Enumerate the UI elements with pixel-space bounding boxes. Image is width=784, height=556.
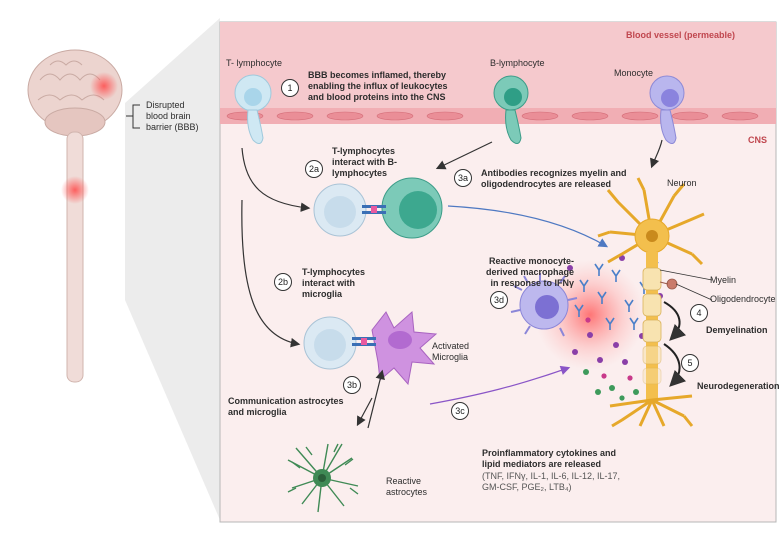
step-3a-line-2: oligodendrocytes are released xyxy=(481,179,612,189)
reactive-astrocytes-label: Reactive astrocytes xyxy=(386,476,446,498)
step-3d-badge: 3d xyxy=(490,291,508,309)
bbb-bracket xyxy=(126,104,140,129)
step-3c-detail-line-1: (TNF, IFNγ, IL-1, IL-6, IL-12, IL-17, xyxy=(482,471,621,481)
step-2b-text: T-lymphocytes interact with microglia xyxy=(302,267,392,300)
blood-vessel-label: Blood vessel (permeable) xyxy=(626,30,736,40)
step-2a-line-1: T-lymphocytes xyxy=(332,146,396,156)
microglia-line-2: Microglia xyxy=(432,352,469,362)
bbb-line-2: blood brain xyxy=(146,111,191,121)
step-3d-text: Reactive monocyte- derived macrophage in… xyxy=(474,256,574,289)
astrocytes-line-2: astrocytes xyxy=(386,487,428,497)
microglia-line-1: Activated xyxy=(432,341,470,351)
step-2a-text: T-lymphocytes interact with B- lymphocyt… xyxy=(332,146,422,179)
step-3a-text: Antibodies recognizes myelin and oligode… xyxy=(481,168,661,190)
arrow-cytokines xyxy=(429,365,571,405)
step-3c-text: Proinflammatory cytokines and lipid medi… xyxy=(482,448,682,470)
t-b-interaction xyxy=(313,177,443,239)
step-5-badge: 5 xyxy=(681,354,699,372)
endothelial-layer xyxy=(226,111,759,121)
step-1-line-2: enabling the influx of leukocytes xyxy=(308,81,448,91)
step-1-line-1: BBB becomes inflamed, thereby xyxy=(308,70,447,80)
cns-label: CNS xyxy=(748,135,768,145)
step-2b-line-2: interact with xyxy=(302,278,356,288)
step-3c-badge: 3c xyxy=(451,402,469,420)
b-lymphocyte-label: B-lymphocyte xyxy=(490,58,545,68)
oligodendrocyte-pointer xyxy=(675,283,713,301)
monocyte-label: Monocyte xyxy=(614,68,654,78)
step-2b-badge: 2b xyxy=(274,273,292,291)
astrocytes-line-1: Reactive xyxy=(386,476,422,486)
arrow-b-to-2a xyxy=(435,141,493,170)
t-lymphocyte-cell xyxy=(234,74,272,144)
arrow-demyelination xyxy=(663,301,687,341)
step-3c-detail-line-2: GM-CSF, PGE₂, LTB₄) xyxy=(482,482,572,492)
oligodendrocyte-cell xyxy=(659,278,678,290)
step-4-badge: 4 xyxy=(690,304,708,322)
myelin-sheath xyxy=(642,267,662,385)
step-3b-badge: 3b xyxy=(343,376,361,394)
t-lymphocyte-label: T- lymphocyte xyxy=(226,58,283,68)
arrow-neurodegeneration xyxy=(663,343,687,387)
step-3b-line-1: Communication astrocytes xyxy=(228,396,344,406)
activated-microglia-label: Activated Microglia xyxy=(432,341,492,363)
t-microglia-interaction xyxy=(303,310,438,386)
arrow-astro-to-microglia xyxy=(367,369,385,429)
spinal-cord xyxy=(66,131,84,383)
demyelination-label: Demyelination xyxy=(706,325,768,335)
step-3c-line-1: Proinflammatory cytokines and xyxy=(482,448,617,458)
astrocyte-cell xyxy=(287,443,359,513)
step-3b-line-2: and microglia xyxy=(228,407,287,417)
monocyte-cell xyxy=(649,75,685,144)
step-1-text: BBB becomes inflamed, thereby enabling t… xyxy=(308,70,488,103)
step-2b-line-1: T-lymphocytes xyxy=(302,267,366,277)
arrow-t-to-2b xyxy=(241,199,301,348)
step-2a-badge: 2a xyxy=(305,160,323,178)
step-3d-line-2: derived macrophage xyxy=(485,267,574,277)
step-3c-detail: (TNF, IFNγ, IL-1, IL-6, IL-12, IL-17, GM… xyxy=(482,471,702,493)
step-3d-line-1: Reactive monocyte- xyxy=(488,256,574,266)
step-2b-line-3: microglia xyxy=(302,289,343,299)
step-1-badge: 1 xyxy=(281,79,299,97)
myelin-label: Myelin xyxy=(710,275,737,285)
oligodendrocyte-label: Oligodendrocyte xyxy=(710,294,776,304)
step-3d-line-3: in response to IFNγ xyxy=(490,278,574,288)
neuron-label: Neuron xyxy=(667,178,697,188)
arrow-microglia-to-astro xyxy=(356,397,373,427)
step-1-line-3: and blood proteins into the CNS xyxy=(308,92,446,102)
step-3c-line-2: lipid mediators are released xyxy=(482,459,602,469)
b-lymphocyte-cell xyxy=(493,75,529,144)
bbb-line-3: barrier (BBB) xyxy=(146,122,199,132)
zoom-wedge xyxy=(125,18,220,520)
neurodegeneration-label: Neurodegeneration xyxy=(697,381,780,391)
brain-illustration xyxy=(27,49,123,137)
macrophage-cell xyxy=(510,273,578,337)
arrow-antibodies xyxy=(447,205,609,248)
myelin-pointer xyxy=(659,269,713,281)
step-3a-line-1: Antibodies recognizes myelin and xyxy=(481,168,627,178)
step-3a-badge: 3a xyxy=(454,169,472,187)
step-2a-line-3: lymphocytes xyxy=(332,168,388,178)
step-2a-line-2: interact with B- xyxy=(332,157,398,167)
arrow-monocyte xyxy=(650,139,663,169)
step-3b-text: Communication astrocytes and microglia xyxy=(228,396,348,418)
arrow-t-to-2a xyxy=(241,147,311,212)
bbb-line-1: Disrupted xyxy=(146,100,185,110)
disrupted-bbb-label: Disrupted blood brain barrier (BBB) xyxy=(146,100,236,133)
